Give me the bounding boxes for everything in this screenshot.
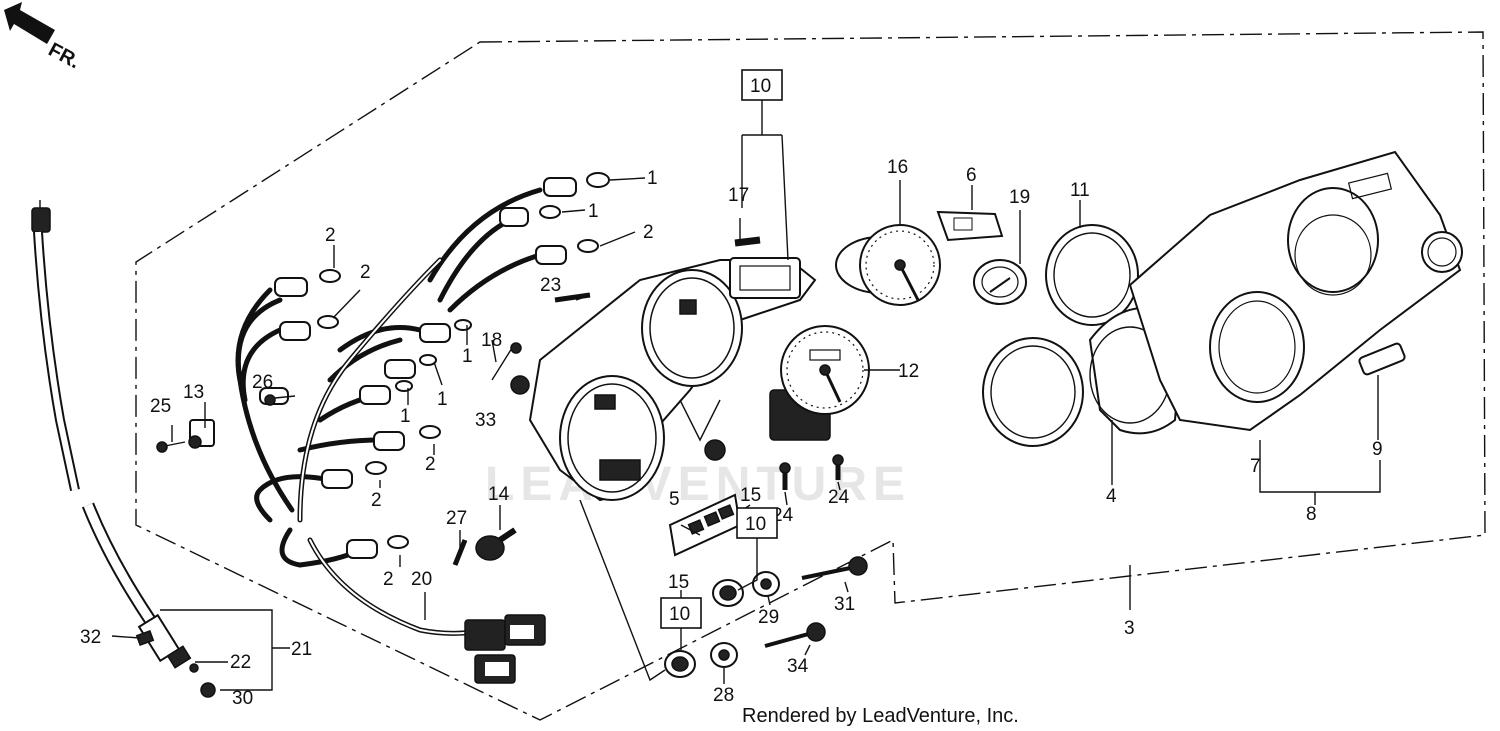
callout-19: 19: [1009, 187, 1030, 208]
callout-4: 4: [1106, 486, 1117, 507]
callout-3: 3: [1124, 618, 1135, 639]
callout-22: 22: [230, 652, 251, 673]
callout-30: 30: [232, 688, 253, 709]
callout-27: 27: [446, 508, 467, 529]
boxed-callouts: 10 10 10: [660, 69, 783, 629]
fuel-gauge: [973, 259, 1027, 305]
tachometer: [835, 224, 941, 306]
callout-1: 1: [462, 346, 473, 367]
callout-20: 20: [411, 569, 432, 590]
callout-1: 1: [588, 201, 599, 222]
credit-text: Rendered by LeadVenture, Inc.: [742, 705, 1019, 727]
callout-14: 14: [488, 484, 510, 505]
callout-2: 2: [643, 222, 654, 243]
callout-29: 29: [758, 607, 779, 628]
callout-33: 33: [475, 410, 496, 431]
callout-2: 2: [383, 569, 394, 590]
assembly-boundary: [135, 31, 1486, 721]
callout-1: 1: [647, 168, 658, 189]
callout-9: 9: [1372, 439, 1383, 460]
wire-harness: [235, 172, 610, 684]
callout-34: 34: [787, 656, 809, 677]
callout-12: 12: [898, 361, 919, 382]
indicator-panel: [936, 210, 1004, 242]
meter-case: [510, 257, 817, 502]
callout-2: 2: [425, 454, 436, 475]
gauge-rings: [982, 224, 1139, 447]
callout-23: 23: [540, 275, 561, 296]
callout-2: 2: [371, 490, 382, 511]
callout-25: 25: [150, 396, 171, 417]
callout-6: 6: [966, 165, 977, 186]
boxed-callout-10: 10: [669, 604, 690, 625]
emblem: [1358, 342, 1406, 376]
speedometer-cable: [31, 200, 216, 698]
meter-cover: [1128, 150, 1463, 432]
boxed-callout-10: 10: [750, 76, 771, 97]
callout-17: 17: [728, 185, 749, 206]
leader-lines: [111, 100, 1381, 691]
callout-7: 7: [1250, 456, 1261, 477]
callout-18: 18: [481, 330, 502, 351]
callout-15: 15: [668, 572, 689, 593]
front-direction-arrow: FR.: [4, 2, 83, 73]
watermark: LEADVENTURE: [485, 458, 911, 511]
callout-16: 16: [887, 157, 908, 178]
callout-1: 1: [437, 389, 448, 410]
callout-24: 24: [828, 487, 850, 508]
callout-11: 11: [1070, 180, 1090, 201]
callout-2: 2: [325, 225, 336, 246]
callout-8: 8: [1306, 504, 1317, 525]
front-label: FR.: [45, 39, 84, 74]
callout-26: 26: [252, 372, 273, 393]
callout-1: 1: [400, 406, 411, 427]
small-hardware: [156, 236, 868, 678]
callout-13: 13: [183, 382, 204, 403]
callout-31: 31: [834, 594, 855, 615]
callout-labels: 1 1 1 1 1 2 2 2 2 2 2 3 4 5 6 7 8 9 11 1…: [80, 157, 1383, 709]
callout-5: 5: [669, 489, 680, 510]
callout-28: 28: [713, 685, 734, 706]
callout-15: 15: [740, 485, 761, 506]
callout-2: 2: [360, 262, 371, 283]
callout-32: 32: [80, 627, 101, 648]
callout-21: 21: [291, 639, 312, 660]
boxed-callout-10: 10: [745, 514, 766, 535]
speedometer: [769, 325, 870, 441]
